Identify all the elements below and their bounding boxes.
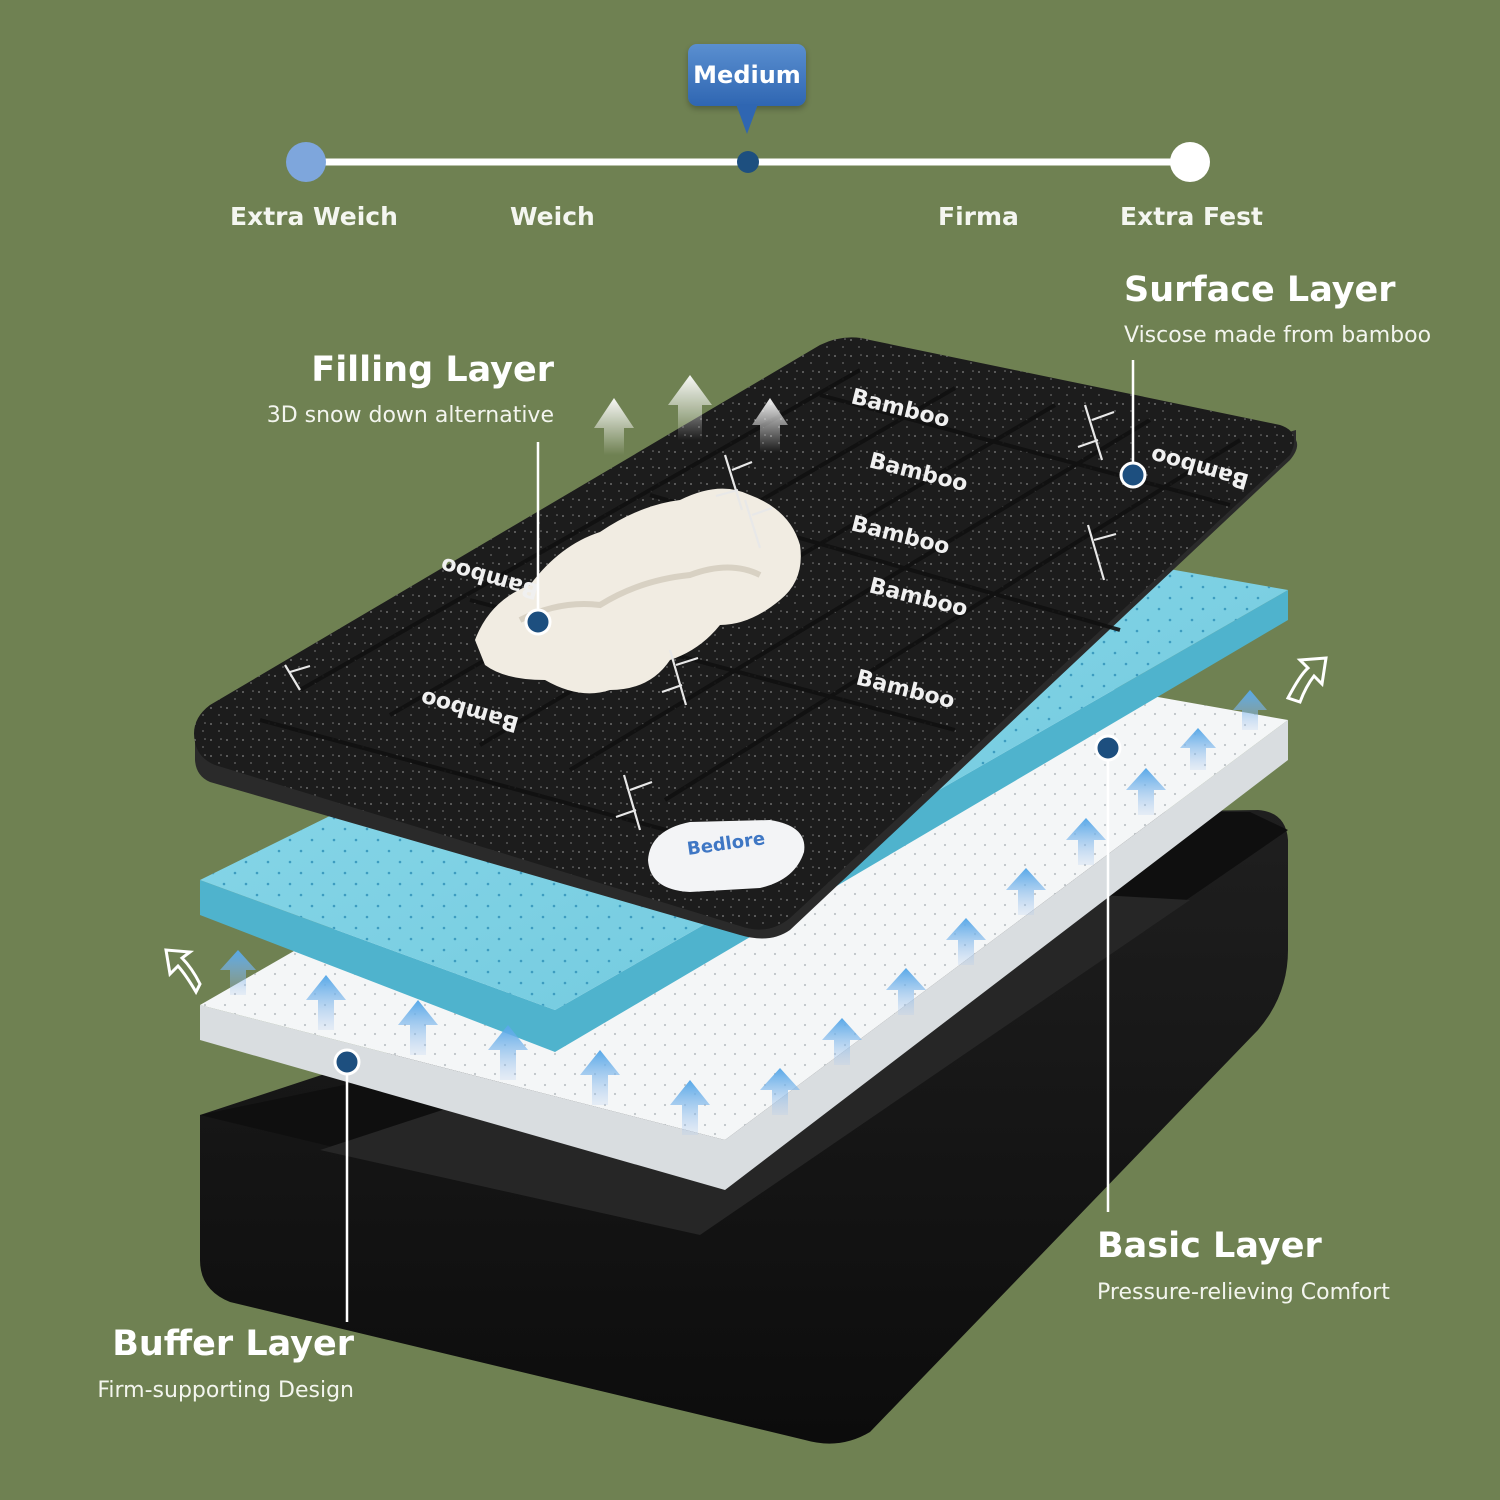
scale-label-extra-weich: Extra Weich xyxy=(230,202,398,231)
selected-firmness-badge: Medium xyxy=(688,44,806,106)
scale-start-knob xyxy=(286,142,326,182)
scale-label-extra-fest: Extra Fest xyxy=(1120,202,1263,231)
basic-layer-subtitle: Pressure-relieving Comfort xyxy=(1097,1280,1390,1305)
scale-label-firma: Firma xyxy=(938,202,1019,231)
surface-layer-subtitle: Viscose made from bamboo xyxy=(1124,323,1432,348)
firmness-scale xyxy=(286,142,1210,182)
breathable-arrows xyxy=(594,375,788,455)
topper-graphic: Bamboo Bamboo Bamboo Bamboo Bamboo Bambo… xyxy=(194,337,1298,939)
airflow-arrows xyxy=(220,690,1267,1135)
callout-markers xyxy=(333,461,1147,1076)
side-vent-arrows xyxy=(164,656,1328,996)
scale-end-knob xyxy=(1170,142,1210,182)
filling-layer-subtitle: 3D snow down alternative xyxy=(266,403,554,428)
callout-lines xyxy=(345,360,1135,1322)
scale-selected-marker xyxy=(737,151,759,173)
basic-layer-title: Basic Layer xyxy=(1097,1226,1322,1266)
badge-pointer xyxy=(736,104,758,134)
brand-label-patch xyxy=(648,820,805,892)
buffer-layer-title: Buffer Layer xyxy=(112,1324,354,1364)
surface-layer-title: Surface Layer xyxy=(1124,270,1396,310)
scale-label-weich: Weich xyxy=(510,202,595,231)
filling-layer-title: Filling Layer xyxy=(311,350,554,390)
buffer-layer-subtitle: Firm-supporting Design xyxy=(97,1378,354,1403)
